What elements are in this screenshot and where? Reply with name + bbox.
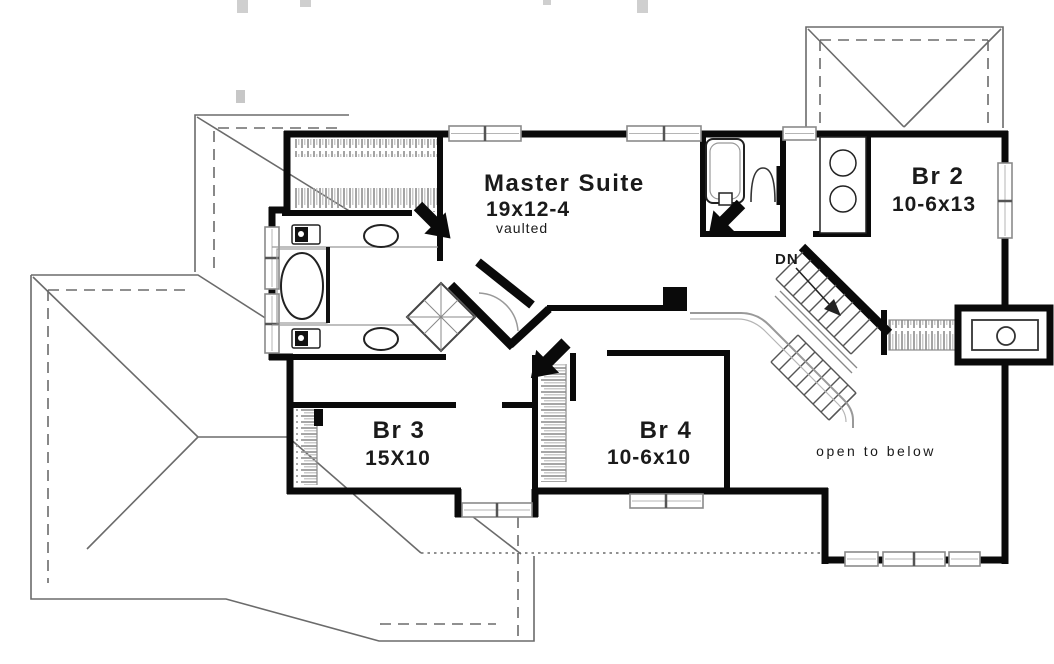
- sink-icon: [363, 224, 399, 248]
- sink-icon: [363, 327, 399, 351]
- stair-treads-upper: [775, 251, 879, 355]
- stair-treads-lower: [770, 334, 857, 421]
- master-entry-wall: [475, 258, 535, 309]
- bath-entry-wall: [447, 281, 517, 351]
- label-stairs-dn: DN: [775, 251, 799, 268]
- roof-garage: [805, 26, 1004, 128]
- closet-hatching: [294, 139, 956, 485]
- label-br3: Br 3: [373, 417, 426, 444]
- window: [782, 126, 817, 141]
- label-br3-dims: 15X10: [365, 447, 431, 470]
- label-master-suite: Master Suite: [484, 170, 645, 197]
- scan-marks: [236, 0, 648, 103]
- master-bath: [272, 224, 477, 353]
- br3-closet-hatch: [296, 409, 317, 485]
- window: [882, 551, 946, 567]
- label-master-suite-dims: 19x12-4: [486, 198, 570, 221]
- master-closet-rod-1: [294, 139, 438, 157]
- hall-bath: [705, 136, 867, 234]
- window: [629, 493, 704, 509]
- door-arc: [750, 167, 776, 203]
- roof-outlines: [30, 26, 1004, 642]
- window: [626, 125, 702, 142]
- wall-pier: [663, 287, 687, 311]
- open-to-below-rail: [690, 312, 854, 428]
- window: [844, 551, 879, 567]
- label-br2-dims: 10-6x13: [892, 193, 976, 216]
- window: [997, 162, 1013, 239]
- interior-walls: [272, 131, 887, 494]
- label-br4: Br 4: [640, 417, 693, 444]
- roof-lower-left: [30, 274, 821, 642]
- label-master-suite-note: vaulted: [496, 220, 548, 236]
- master-closet-rod-2: [294, 188, 438, 212]
- window: [461, 502, 533, 518]
- sink-icon: [829, 149, 857, 177]
- window: [448, 125, 522, 142]
- hall-diagonal-wall: [507, 306, 552, 348]
- door-arc: [478, 292, 519, 332]
- staircase: [690, 243, 893, 428]
- dn-arrow-icon: [795, 267, 841, 316]
- sink-icon: [829, 185, 857, 213]
- window: [948, 551, 981, 567]
- vanity-counter: [819, 136, 867, 234]
- chimney: [954, 304, 1054, 366]
- label-open-to-below: open to below: [816, 443, 936, 459]
- shower-icon: [405, 281, 477, 353]
- flue-icon: [996, 326, 1016, 346]
- bathtub-icon: [280, 252, 324, 320]
- label-br4-dims: 10-6x10: [607, 446, 691, 469]
- room-labels: Master Suite 19x12-4 vaulted Br 2 10-6x1…: [365, 163, 976, 470]
- br4-closet-hatch: [541, 364, 566, 482]
- label-br2: Br 2: [912, 163, 965, 190]
- linen-closet-hatch: [889, 320, 955, 350]
